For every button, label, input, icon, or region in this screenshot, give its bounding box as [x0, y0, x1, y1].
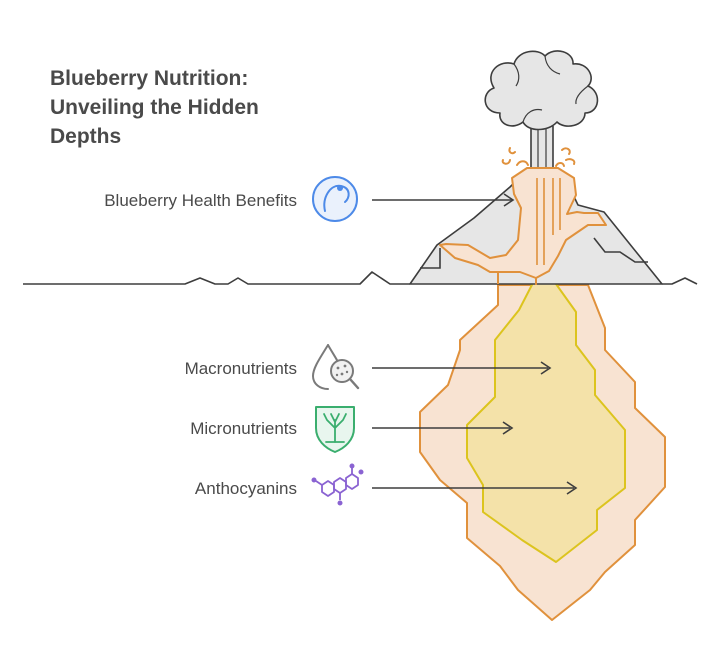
title-line-1: Blueberry Nutrition: — [50, 67, 249, 90]
lava-splash-left — [501, 147, 529, 166]
page-title: Blueberry Nutrition: Unveiling the Hidde… — [50, 64, 350, 151]
volcano-ridge-right — [593, 237, 648, 263]
ground-line — [23, 271, 698, 285]
arrowhead-macronutrients — [540, 361, 552, 375]
arrowhead-micronutrients — [502, 421, 514, 435]
title-line-2: Unveiling the Hidden — [50, 96, 259, 119]
smoke-cloud — [484, 50, 599, 131]
lava-conduit — [439, 167, 607, 279]
volcano-ridge-left — [420, 248, 441, 269]
arrowhead-health-benefits — [503, 193, 515, 207]
label-health-benefits: Blueberry Health Benefits — [104, 191, 297, 210]
drop-magnifier-icon — [311, 344, 360, 390]
label-macronutrients: Macronutrients — [185, 359, 297, 378]
lava-splash-right — [555, 147, 576, 167]
label-anthocyanins: Anthocyanins — [195, 479, 297, 498]
lava-underground-shaft — [497, 272, 537, 285]
shield-plant-icon — [315, 406, 355, 453]
arrowhead-anthocyanins — [566, 481, 578, 495]
inner-nutrient-chamber — [466, 276, 626, 563]
lava-channel-lines — [536, 178, 561, 265]
molecule-icon — [311, 463, 364, 506]
blueberry-icon — [312, 176, 358, 222]
smoke-column-lines — [537, 128, 547, 172]
title-line-3: Depths — [50, 125, 122, 148]
smoke-cloud-detail — [513, 55, 589, 123]
label-micronutrients: Micronutrients — [190, 419, 297, 438]
